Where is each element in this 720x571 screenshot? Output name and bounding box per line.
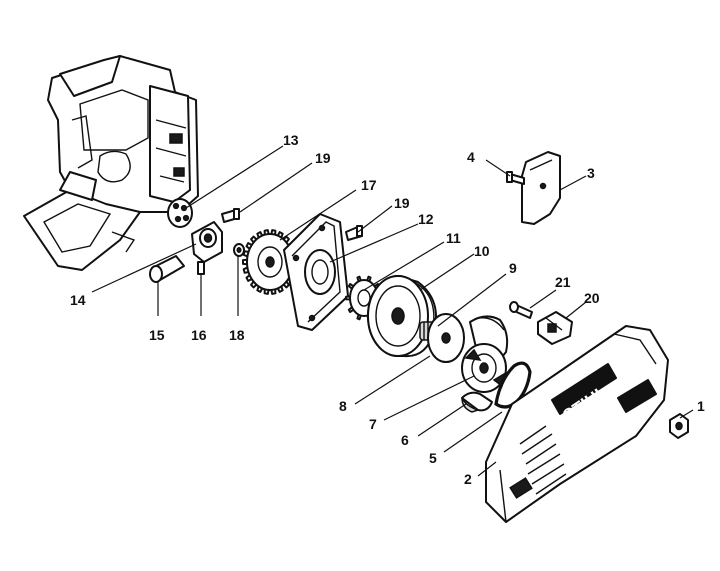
callout-6: 6 bbox=[401, 432, 409, 448]
sprocket-cover bbox=[485, 325, 669, 523]
crankcase-housing bbox=[23, 55, 199, 271]
callout-20: 20 bbox=[584, 290, 600, 306]
callout-16: 16 bbox=[191, 327, 207, 343]
cover-plate bbox=[283, 213, 349, 331]
tensioner-slide bbox=[537, 311, 573, 345]
leader-lines bbox=[91, 145, 694, 477]
callout-21: 21 bbox=[555, 274, 571, 290]
screw-19-right bbox=[345, 225, 363, 241]
callout-10: 10 bbox=[474, 243, 490, 259]
clutch-assembly bbox=[461, 315, 509, 393]
callout-2: 2 bbox=[464, 471, 472, 487]
callout-1: 1 bbox=[697, 398, 705, 414]
callout-labels: 1 2 3 4 5 6 7 8 9 10 11 12 13 14 15 16 1… bbox=[70, 132, 705, 487]
hex-nut bbox=[669, 413, 689, 439]
callout-18: 18 bbox=[229, 327, 245, 343]
callout-17: 17 bbox=[361, 177, 377, 193]
screw-4 bbox=[506, 171, 525, 185]
callout-4: 4 bbox=[467, 149, 475, 165]
callout-11: 11 bbox=[446, 230, 461, 246]
callout-3: 3 bbox=[587, 165, 595, 181]
screw-19-left bbox=[221, 208, 240, 223]
callout-9: 9 bbox=[509, 260, 517, 276]
grommet-disc bbox=[167, 198, 193, 228]
chain-catcher-plate bbox=[521, 151, 561, 225]
pump-pin bbox=[197, 261, 205, 275]
callout-14: 14 bbox=[70, 292, 86, 308]
callout-8: 8 bbox=[339, 398, 347, 414]
tensioner-screw bbox=[509, 301, 533, 319]
washer-18 bbox=[233, 243, 245, 257]
callout-5: 5 bbox=[429, 450, 437, 466]
rim-sprocket bbox=[345, 275, 383, 321]
callout-15: 15 bbox=[149, 327, 165, 343]
callout-7: 7 bbox=[369, 416, 377, 432]
clutch-shoe bbox=[461, 391, 493, 413]
oil-pump-body bbox=[191, 221, 223, 263]
pump-piston bbox=[149, 255, 185, 283]
callout-12: 12 bbox=[418, 211, 434, 227]
callout-13: 13 bbox=[283, 132, 299, 148]
washer-8 bbox=[427, 313, 465, 363]
callout-19-lower: 19 bbox=[394, 195, 410, 211]
callout-19-upper: 19 bbox=[315, 150, 331, 166]
clutch-drum bbox=[367, 275, 437, 358]
